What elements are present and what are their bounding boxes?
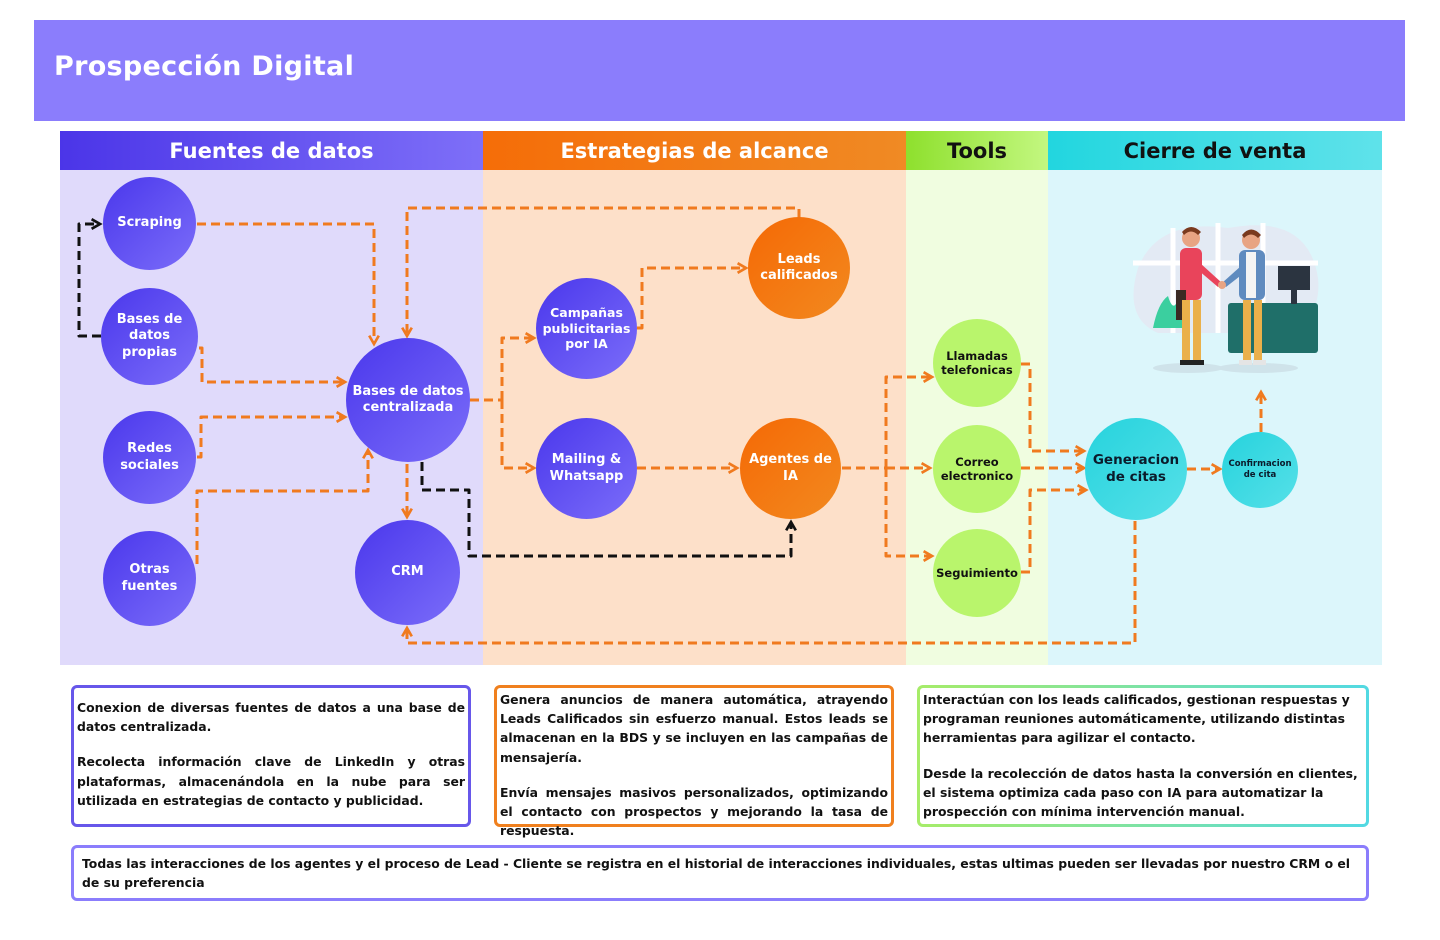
node-otras-fuentes[interactable]: Otras fuentes — [103, 531, 196, 626]
footer-note-text: Todas las interacciones de los agentes y… — [82, 855, 1351, 890]
description-fuentes: Conexion de diversas fuentes de datos a … — [71, 685, 471, 827]
node-llamadas[interactable]: Llamadas telefonicas — [933, 319, 1021, 407]
description-fuentes-p1: Conexion de diversas fuentes de datos a … — [77, 700, 465, 735]
column-header-estrategias: Estrategias de alcance — [483, 131, 906, 170]
footer-note: Todas las interacciones de los agentes y… — [71, 845, 1369, 901]
node-agentes-ia[interactable]: Agentes de IA — [740, 418, 841, 519]
node-mailing-whatsapp[interactable]: Mailing & Whatsapp — [536, 418, 637, 519]
description-tools-p1: Interactúan con los leads calificados, g… — [923, 692, 1350, 746]
header-banner: Prospección Digital — [34, 20, 1405, 121]
node-correo[interactable]: Correo electronico — [933, 425, 1021, 513]
node-seguimiento[interactable]: Seguimiento — [933, 529, 1021, 617]
handshake-illustration — [1133, 223, 1319, 373]
description-tools-p2: Desde la recolección de datos hasta la c… — [923, 765, 1358, 820]
node-scraping[interactable]: Scraping — [103, 177, 196, 270]
column-header-tools: Tools — [906, 131, 1048, 170]
description-fuentes-p2: Recolecta información clave de LinkedIn … — [77, 754, 465, 808]
column-header-fuentes: Fuentes de datos — [60, 131, 483, 170]
description-estrategias-p2: Envía mensajes masivos personalizados, o… — [500, 784, 888, 839]
description-estrategias-p1: Genera anuncios de manera automática, at… — [500, 692, 888, 765]
node-bases-propias[interactable]: Bases de datos propias — [101, 288, 198, 385]
node-generacion-citas[interactable]: Generacion de citas — [1085, 418, 1187, 520]
description-estrategias: Genera anuncios de manera automática, at… — [494, 685, 894, 838]
node-campanas-ia[interactable]: Campañas publicitarias por IA — [536, 278, 637, 379]
page-title: Prospección Digital — [54, 51, 355, 82]
column-header-cierre: Cierre de venta — [1048, 131, 1382, 170]
node-bases-centralizada[interactable]: Bases de datos centralizada — [346, 338, 470, 462]
node-leads-calificados[interactable]: Leads calificados — [748, 217, 850, 319]
node-confirmacion-cita[interactable]: Confirmacion de cita — [1222, 432, 1298, 508]
node-crm[interactable]: CRM — [355, 520, 460, 625]
node-redes-sociales[interactable]: Redes sociales — [103, 411, 196, 504]
description-tools-cierre: Interactúan con los leads calificados, g… — [917, 685, 1369, 827]
